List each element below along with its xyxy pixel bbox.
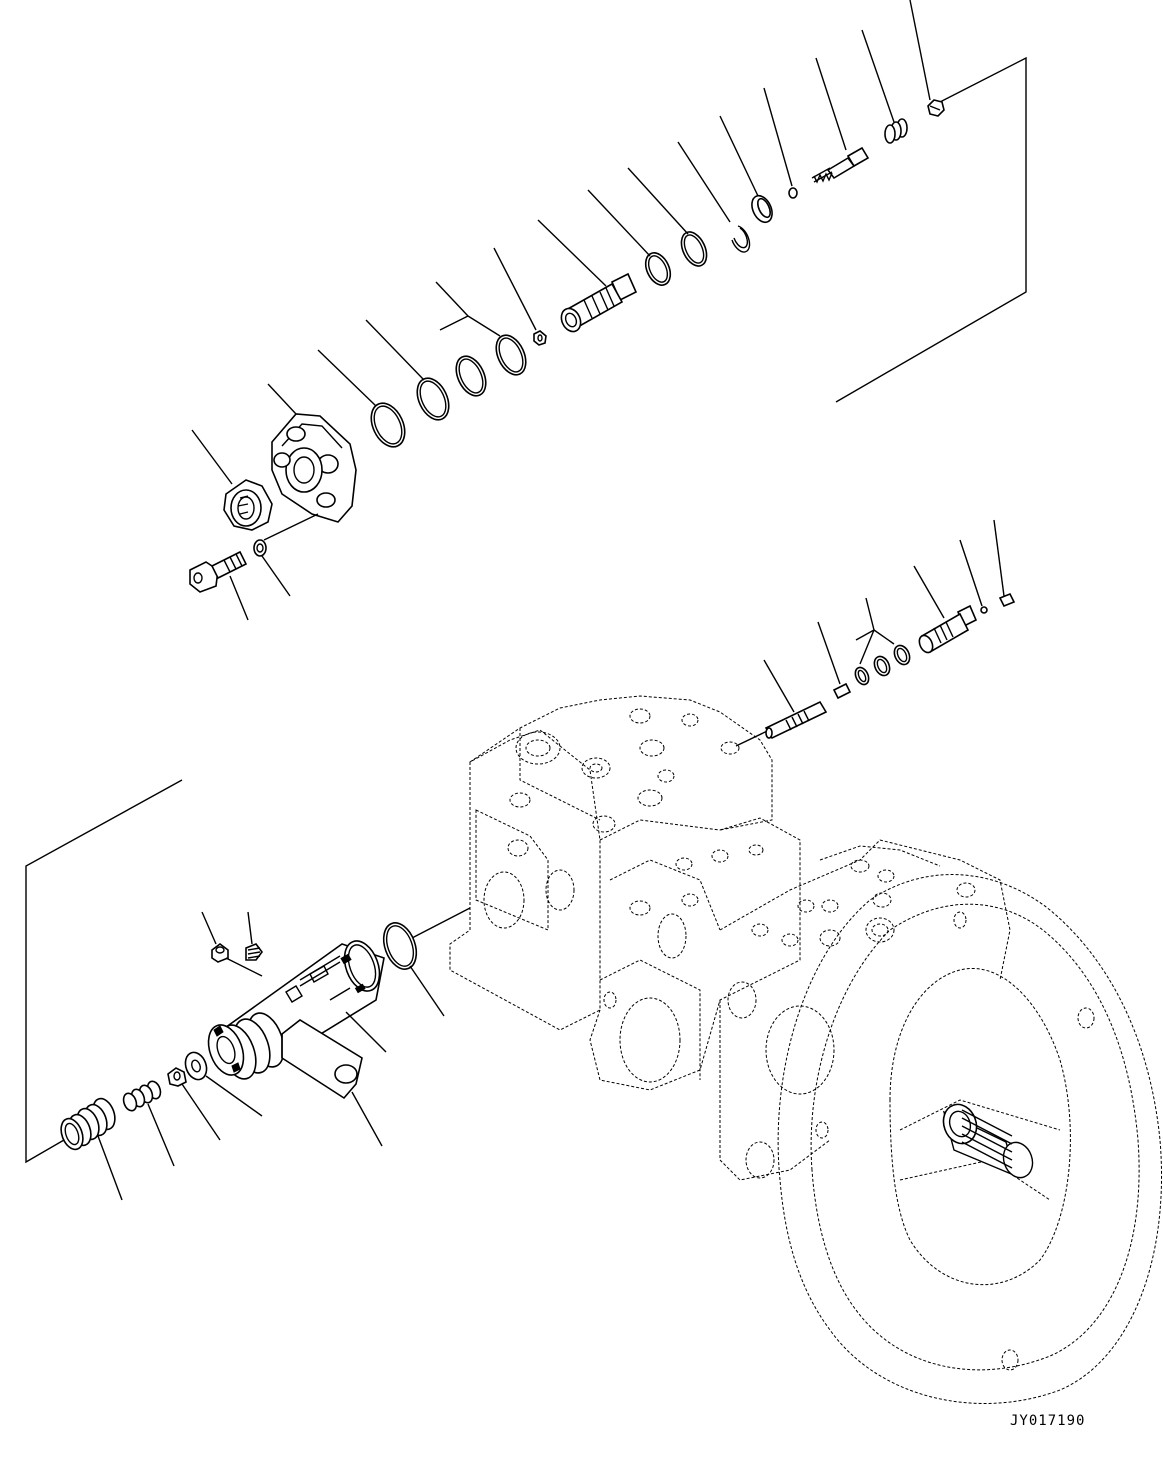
- plug-part: [211, 943, 229, 963]
- servo-leader-lines: [763, 519, 1005, 713]
- ball-part: [788, 187, 798, 199]
- o-ring-part: [495, 334, 527, 376]
- backup-ring-part: [751, 194, 773, 224]
- plug-nut-part: [223, 479, 273, 531]
- figure-id-label: JY017190: [1010, 1413, 1086, 1429]
- o-ring-part: [370, 402, 406, 448]
- washer-part: [184, 1051, 208, 1081]
- assembly-axis-line: [411, 907, 471, 939]
- valve-pin-part: [811, 146, 870, 184]
- shaft-part: [942, 1103, 1034, 1179]
- snap-ring-part: [731, 225, 751, 253]
- servo-assembly: [735, 592, 1016, 747]
- o-ring-part: [873, 655, 891, 677]
- small-nut-part: [533, 330, 547, 346]
- washer-part: [253, 539, 267, 557]
- bolt-part: [189, 550, 248, 593]
- piston-part: [764, 700, 828, 740]
- cylinder-part: [207, 940, 385, 1080]
- ball-part: [980, 606, 988, 614]
- plug-part: [927, 99, 945, 117]
- small-spring-part: [884, 118, 908, 144]
- plug-part: [245, 943, 263, 961]
- lower-assembly-frame: [25, 779, 183, 1164]
- pump-body: [449, 695, 1163, 1404]
- o-ring-part: [644, 252, 672, 286]
- top-leader-lines: [191, 0, 931, 621]
- o-ring-part: [455, 355, 487, 397]
- o-ring-part: [893, 644, 911, 666]
- sleeve-part: [560, 272, 638, 333]
- plug-part: [998, 592, 1016, 608]
- large-spring-part: [60, 1097, 116, 1151]
- top-assembly: [189, 99, 945, 593]
- o-ring-part: [416, 377, 450, 421]
- lower-leader-lines: [97, 911, 445, 1201]
- o-ring-part: [854, 666, 870, 686]
- o-ring-part: [382, 922, 418, 970]
- top-assembly-frame: [835, 56, 1027, 403]
- lever-plate-part: [281, 1019, 363, 1100]
- spring-part: [122, 1080, 162, 1112]
- pin-part: [832, 682, 852, 700]
- cover-flange-part: [271, 413, 357, 523]
- lower-assembly: [60, 922, 418, 1151]
- o-ring-part: [680, 231, 708, 267]
- sleeve-part: [918, 604, 978, 654]
- nut-part: [167, 1067, 187, 1087]
